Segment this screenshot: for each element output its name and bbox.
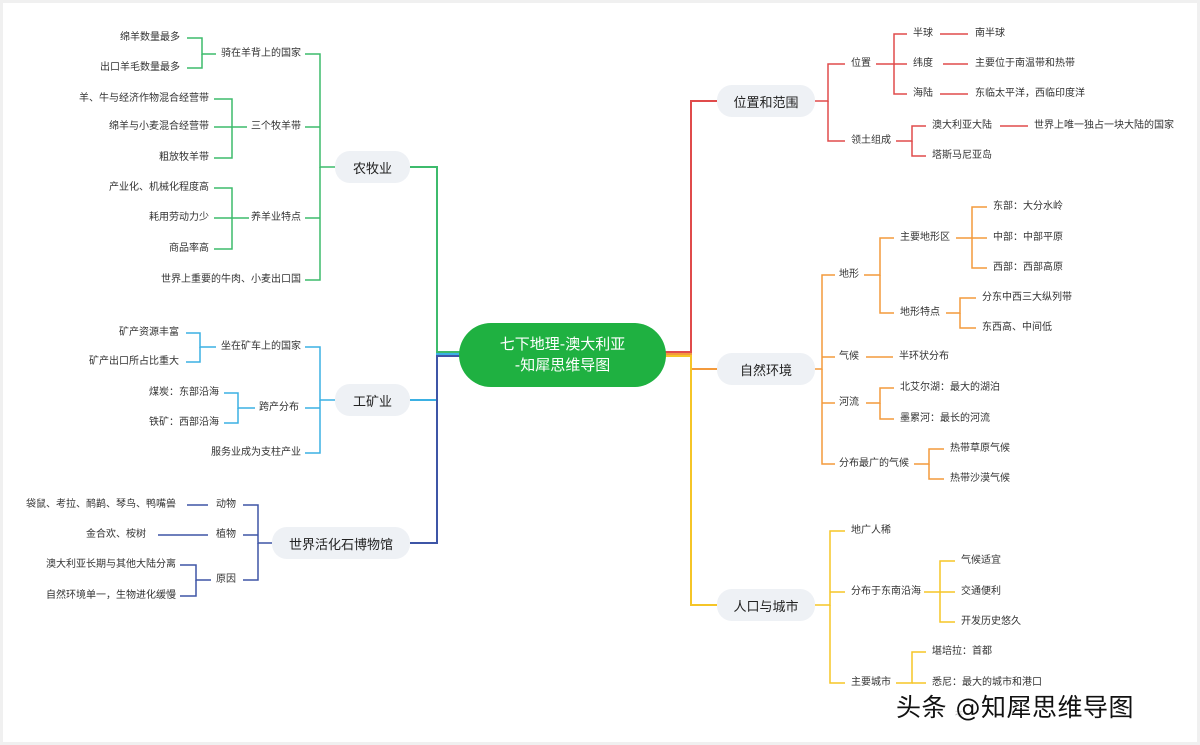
leaf-three-belts[interactable]: 分东中西三大纵列带: [982, 292, 1072, 303]
branch-mining[interactable]: 工矿业: [335, 384, 410, 416]
node-hemisphere[interactable]: 半球: [913, 28, 933, 39]
leaf-belt-wheat[interactable]: 绵羊与小麦混合经营带: [109, 121, 209, 132]
node-latitude[interactable]: 纬度: [913, 58, 933, 69]
leaf-desert[interactable]: 热带沙漠气候: [950, 473, 1010, 484]
leaf-climate-suitable[interactable]: 气候适宜: [961, 555, 1001, 566]
branch-agri-label: 农牧业: [352, 161, 392, 177]
leaf-east-divide[interactable]: 东部：大分水岭: [993, 201, 1063, 212]
leaf-wool-export[interactable]: 出口羊毛数量最多: [100, 62, 180, 73]
branch-position-label: 位置和范围: [733, 95, 799, 111]
node-cities[interactable]: 主要城市: [851, 677, 891, 688]
node-terrain-features[interactable]: 地形特点: [900, 307, 940, 318]
branch-nature[interactable]: 自然环境: [717, 353, 815, 385]
link-root-agri: [410, 166, 466, 353]
node-southeast-coast[interactable]: 分布于东南沿海: [851, 586, 921, 597]
leaf-canberra[interactable]: 堪培拉：首都: [932, 646, 992, 657]
node-reason[interactable]: 原因: [216, 574, 236, 585]
branch-position[interactable]: 位置和范围: [717, 85, 815, 117]
watermark: 头条 @知犀思维导图: [896, 693, 1134, 722]
node-animals[interactable]: 动物: [216, 499, 236, 510]
leaf-lake-eyre[interactable]: 北艾尔湖：最大的湖泊: [900, 382, 1000, 393]
node-service-industry[interactable]: 服务业成为支柱产业: [211, 447, 301, 458]
watermark-small: 本: [955, 709, 963, 718]
node-sea-land[interactable]: 海陆: [913, 88, 933, 99]
root-title-line2: -知犀思维导图: [514, 356, 611, 374]
node-sparse[interactable]: 地广人稀: [851, 525, 891, 536]
node-distribution[interactable]: 跨产分布: [259, 402, 299, 413]
link-root-population: [660, 355, 717, 606]
node-rivers[interactable]: 河流: [839, 397, 859, 408]
leaf-slow-evolution[interactable]: 自然环境单一，生物进化缓慢: [46, 590, 176, 601]
branch-museum[interactable]: 世界活化石博物馆: [272, 527, 410, 559]
node-terrain-areas[interactable]: 主要地形区: [900, 232, 950, 243]
leaf-isolation[interactable]: 澳大利亚长期与其他大陆分离: [46, 559, 176, 570]
leaf-plants-list[interactable]: 金合欢、桉树: [86, 529, 146, 540]
link-root-museum: [410, 355, 466, 544]
leaf-oceans[interactable]: 东临太平洋，西临印度洋: [975, 88, 1085, 99]
node-climate[interactable]: 气候: [839, 351, 859, 362]
leaf-less-labor[interactable]: 耗用劳动力少: [149, 212, 209, 223]
leaf-most-sheep[interactable]: 绵羊数量最多: [120, 32, 180, 43]
leaf-mineral-export[interactable]: 矿产出口所占比重大: [89, 356, 179, 367]
leaf-latitude-zones[interactable]: 主要位于南温带和热带: [975, 58, 1075, 69]
leaf-west-plateau[interactable]: 西部：西部高原: [993, 262, 1063, 273]
node-widest-climate[interactable]: 分布最广的气候: [839, 458, 909, 469]
leaf-animals-list[interactable]: 袋鼠、考拉、鸸鹋、琴鸟、鸭嘴兽: [26, 499, 176, 510]
leaf-industrialized[interactable]: 产业化、机械化程度高: [109, 182, 209, 193]
node-mine-country[interactable]: 坐在矿车上的国家: [221, 341, 301, 352]
branch-agri[interactable]: 农牧业: [335, 151, 410, 183]
root-node[interactable]: 七下地理-澳大利亚 -知犀思维导图: [459, 323, 666, 387]
leaf-semi-ring[interactable]: 半环状分布: [899, 351, 949, 362]
node-territory[interactable]: 领土组成: [851, 135, 891, 146]
leaf-murray-river[interactable]: 墨累河：最长的河流: [900, 413, 990, 424]
node-three-belts[interactable]: 三个牧羊带: [251, 121, 301, 132]
leaf-only-continent-country[interactable]: 世界上唯一独占一块大陆的国家: [1034, 120, 1174, 131]
node-export-country[interactable]: 世界上重要的牛肉、小麦出口国: [161, 274, 301, 285]
root-title-line1: 七下地理-澳大利亚: [499, 335, 626, 353]
leaf-belt-extensive[interactable]: 粗放牧羊带: [159, 152, 209, 163]
leaf-savanna[interactable]: 热带草原气候: [950, 443, 1010, 454]
branch-population[interactable]: 人口与城市: [717, 589, 815, 621]
leaf-rich-minerals[interactable]: 矿产资源丰富: [119, 327, 179, 338]
leaf-high-sides[interactable]: 东西高、中间低: [982, 322, 1052, 333]
leaf-coal[interactable]: 煤炭：东部沿海: [149, 387, 219, 398]
leaf-history[interactable]: 开发历史悠久: [961, 616, 1021, 627]
node-terrain[interactable]: 地形: [839, 269, 859, 280]
leaf-tasmania[interactable]: 塔斯马尼亚岛: [932, 150, 992, 161]
node-sheep-features[interactable]: 养羊业特点: [251, 212, 301, 223]
leaf-commodity-rate[interactable]: 商品率高: [169, 243, 209, 254]
node-location[interactable]: 位置: [851, 58, 871, 69]
leaf-iron[interactable]: 铁矿：西部沿海: [149, 417, 219, 428]
branch-museum-label: 世界活化石博物馆: [288, 537, 393, 553]
leaf-transport[interactable]: 交通便利: [961, 586, 1001, 597]
link-root-position: [660, 100, 717, 353]
branch-nature-label: 自然环境: [739, 363, 792, 379]
node-mainland[interactable]: 澳大利亚大陆: [932, 120, 992, 131]
leaf-belt-mixed-crops[interactable]: 羊、牛与经济作物混合经营带: [79, 93, 209, 104]
node-plants[interactable]: 植物: [216, 529, 236, 540]
node-sheep-country[interactable]: 骑在羊背上的国家: [221, 48, 301, 59]
leaf-central-plain[interactable]: 中部：中部平原: [993, 232, 1063, 243]
leaf-sydney[interactable]: 悉尼：最大的城市和港口: [932, 677, 1042, 688]
leaf-southern-hemisphere[interactable]: 南半球: [975, 28, 1005, 39]
branch-mining-label: 工矿业: [352, 394, 392, 410]
branch-population-label: 人口与城市: [733, 599, 799, 615]
